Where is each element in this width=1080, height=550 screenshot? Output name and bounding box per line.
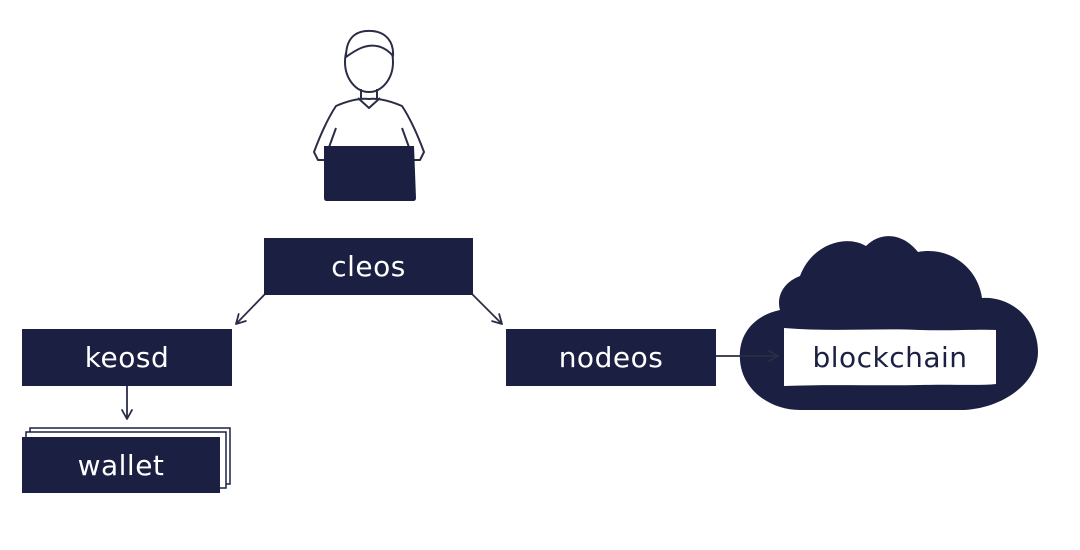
cloud-icon: [739, 236, 1038, 410]
node-blockchain-label: blockchain: [812, 340, 968, 374]
node-wallet: wallet: [22, 437, 220, 493]
node-cleos: cleos: [264, 238, 473, 295]
node-cleos-label: cleos: [331, 250, 406, 283]
person-at-laptop-icon: [313, 29, 425, 201]
edge-cleos-keosd: [235, 292, 267, 325]
edge-cleos-nodeos: [470, 292, 503, 325]
node-blockchain: blockchain: [786, 330, 994, 384]
node-keosd-label: keosd: [84, 341, 170, 374]
connectors: [121, 292, 779, 420]
node-nodeos-label: nodeos: [558, 341, 664, 374]
node-nodeos: nodeos: [506, 329, 716, 386]
node-keosd: keosd: [22, 329, 232, 386]
node-wallet-label: wallet: [77, 448, 165, 482]
